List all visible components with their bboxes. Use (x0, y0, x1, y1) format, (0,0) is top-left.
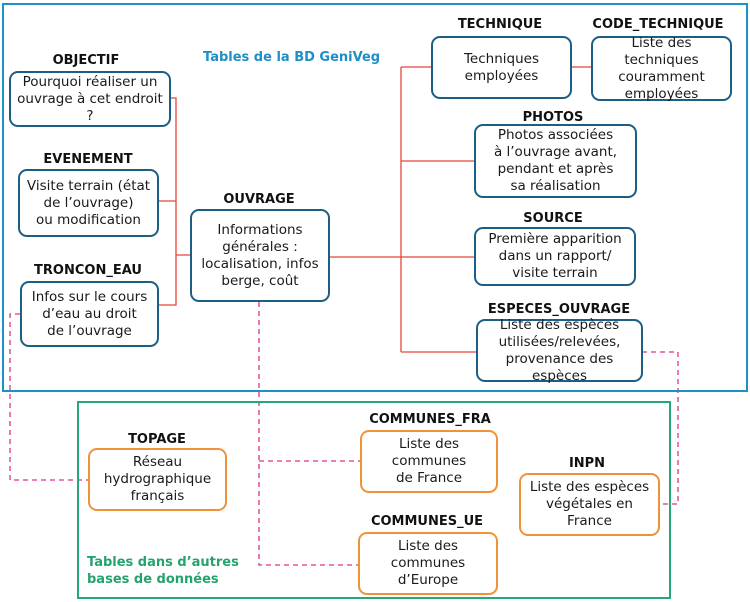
topage-box: Réseau hydrographique français (88, 448, 227, 511)
technique-box: Techniques employées (431, 36, 572, 99)
code-technique-title: CODE_TECHNIQUE (592, 17, 724, 32)
communes-ue-box: Liste des communes d’Europe (358, 532, 498, 595)
communes-fra-box: Liste des communes de France (360, 430, 498, 493)
link-especes-ouvrage-inpn (642, 351, 679, 505)
troncon-eau-title: TRONCON_EAU (34, 263, 142, 278)
geniveg-tables-frame (2, 3, 748, 392)
objectif-title: OBJECTIF (52, 53, 120, 68)
evenement-box: Visite terrain (état de l’ouvrage) ou mo… (18, 169, 159, 237)
ouvrage-title: OUVRAGE (223, 192, 295, 207)
source-box: Première apparition dans un rapport/ vis… (474, 227, 636, 286)
link-troncon-eau-topage (9, 313, 89, 481)
evenement-title: EVENEMENT (43, 152, 133, 167)
especes-ouvrage-box: Liste des espèces utilisées/relevées, pr… (476, 317, 643, 384)
link-troncon-eau-ouvrage (158, 255, 177, 306)
technique-title: TECHNIQUE (457, 17, 543, 32)
link-objectif-ouvrage (170, 97, 190, 256)
especes-ouvrage-title: ESPECES_OUVRAGE (487, 302, 631, 317)
communes-fra-title: COMMUNES_FRA (369, 412, 491, 427)
external-tables-frame (77, 401, 671, 599)
link-ouvrage-communes-fra (258, 302, 359, 566)
photos-box: Photos associées à l’ouvrage avant, pend… (474, 124, 637, 198)
code-technique-box: Liste des techniques couramment employée… (591, 35, 732, 102)
photos-title: PHOTOS (522, 110, 584, 125)
ouvrage-box: Informations générales : localisation, i… (190, 209, 330, 302)
source-title: SOURCE (523, 211, 583, 226)
geniveg-tables-title: Tables de la BD GeniVeg (203, 50, 381, 65)
external-tables-title: Tables dans d’autres bases de données (87, 555, 239, 587)
inpn-title: INPN (568, 456, 606, 471)
inpn-box: Liste des espèces végétales en France (519, 473, 660, 536)
topage-title: TOPAGE (128, 432, 186, 447)
objectif-box: Pourquoi réaliser un ouvrage à cet endro… (9, 71, 171, 127)
communes-ue-title: COMMUNES_UE (370, 514, 484, 529)
troncon-eau-box: Infos sur le cours d’eau au droit de l’o… (20, 281, 159, 347)
